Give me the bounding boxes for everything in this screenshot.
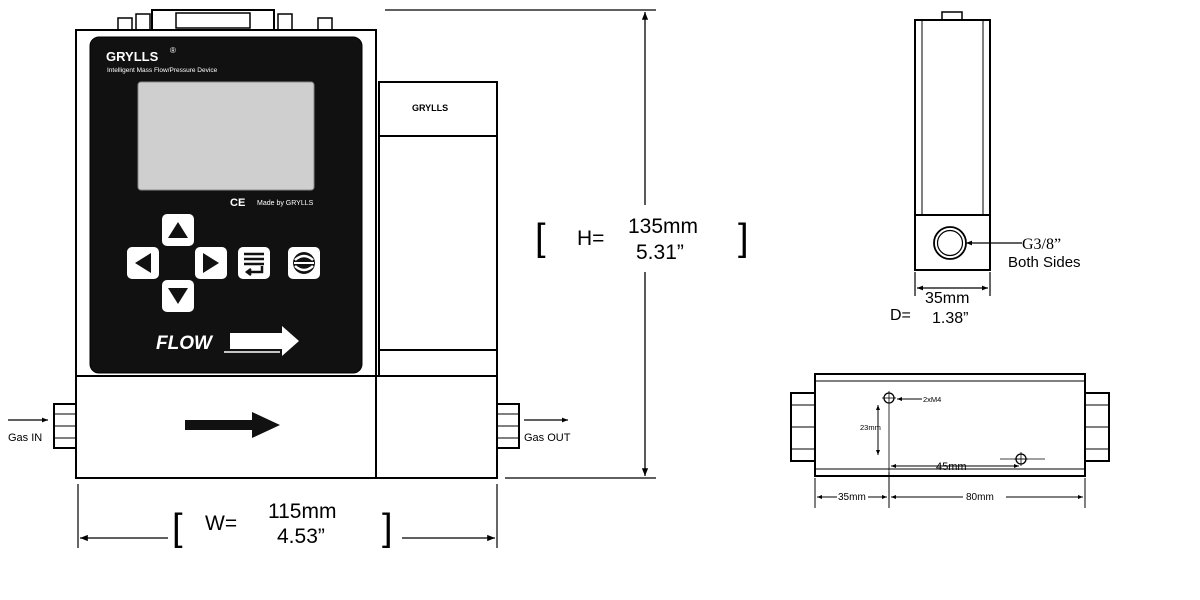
width-mm: 115mm bbox=[268, 500, 336, 523]
height-mm: 135mm bbox=[628, 215, 698, 238]
height-bracket-open: [ bbox=[535, 217, 546, 259]
connector-screw-left bbox=[135, 13, 151, 31]
offset-left-label: 35mm bbox=[838, 492, 866, 503]
db-connector-inner bbox=[175, 12, 251, 29]
port-inner bbox=[936, 229, 964, 257]
mounting-hole-1 bbox=[882, 391, 896, 405]
nav-up-button[interactable] bbox=[162, 214, 194, 246]
bottom-dimensions: 35mm 80mm bbox=[814, 472, 1086, 508]
menu-enter-button[interactable] bbox=[238, 247, 270, 279]
bottom-left-fitting bbox=[790, 392, 816, 462]
function-button[interactable] bbox=[288, 247, 320, 279]
lcd-screen bbox=[137, 81, 315, 191]
bottom-right-fitting bbox=[1084, 392, 1110, 462]
logo-swirl-icon bbox=[293, 252, 315, 274]
connector-screw-left-outer bbox=[117, 17, 133, 31]
vertical-spacing-label: 23mm bbox=[860, 423, 881, 432]
depth-mm: 35mm bbox=[925, 290, 969, 307]
gas-out-label: Gas OUT bbox=[524, 432, 571, 444]
depth-dimension: 35mm D= 1.38” bbox=[890, 272, 991, 327]
width-bracket-open: [ bbox=[172, 507, 183, 549]
ce-mark: CE bbox=[230, 197, 245, 209]
side-column bbox=[378, 81, 498, 377]
height-label: H= bbox=[577, 227, 604, 250]
flow-arrow-icon bbox=[230, 326, 299, 356]
holes-label: 2xM4 bbox=[923, 395, 941, 404]
width-in: 4.53” bbox=[277, 525, 325, 548]
width-dimension: [ W= 115mm 4.53” ] bbox=[77, 484, 498, 549]
side-housing bbox=[914, 19, 991, 216]
side-brand: GRYLLS bbox=[412, 103, 448, 113]
nav-right-button[interactable] bbox=[195, 247, 227, 279]
nav-left-button[interactable] bbox=[127, 247, 159, 279]
outlet-fitting bbox=[496, 403, 520, 449]
nav-down-button[interactable] bbox=[162, 280, 194, 312]
connector-screw-right-outer bbox=[317, 17, 333, 31]
flow-body-base bbox=[75, 375, 498, 479]
horizontal-spacing-label: 45mm bbox=[936, 461, 967, 473]
height-in: 5.31” bbox=[636, 241, 684, 264]
connector-screw-right bbox=[277, 13, 293, 31]
port-note-label: Both Sides bbox=[1008, 254, 1081, 271]
menu-enter-icon bbox=[244, 252, 264, 276]
device-subtitle: Intelligent Mass Flow/Pressure Device bbox=[107, 67, 218, 74]
depth-in: 1.38” bbox=[932, 310, 968, 327]
inlet-fitting bbox=[53, 403, 77, 449]
direction-arrow-icon bbox=[185, 412, 280, 438]
depth-label: D= bbox=[890, 307, 911, 324]
offset-span-label: 80mm bbox=[966, 492, 994, 503]
width-label: W= bbox=[205, 512, 237, 535]
height-bracket-close: ] bbox=[738, 217, 749, 259]
width-bracket-close: ] bbox=[382, 507, 393, 549]
flow-label: FLOW bbox=[156, 333, 214, 354]
side-view: G3/8” Both Sides bbox=[914, 11, 1081, 271]
gas-in-label: Gas IN bbox=[8, 432, 42, 444]
brand-name: GRYLLS bbox=[106, 49, 159, 64]
bottom-view: 2xM4 23mm 45mm bbox=[790, 373, 1110, 477]
height-dimension: [ H= 135mm 5.31” ] bbox=[385, 9, 749, 479]
registered-mark: ® bbox=[170, 46, 176, 55]
front-view: GRYLLS ® Intelligent Mass Flow/Pressure … bbox=[8, 9, 571, 479]
port-thread-label: G3/8” bbox=[1022, 236, 1061, 253]
made-by-label: Made by GRYLLS bbox=[257, 200, 314, 207]
